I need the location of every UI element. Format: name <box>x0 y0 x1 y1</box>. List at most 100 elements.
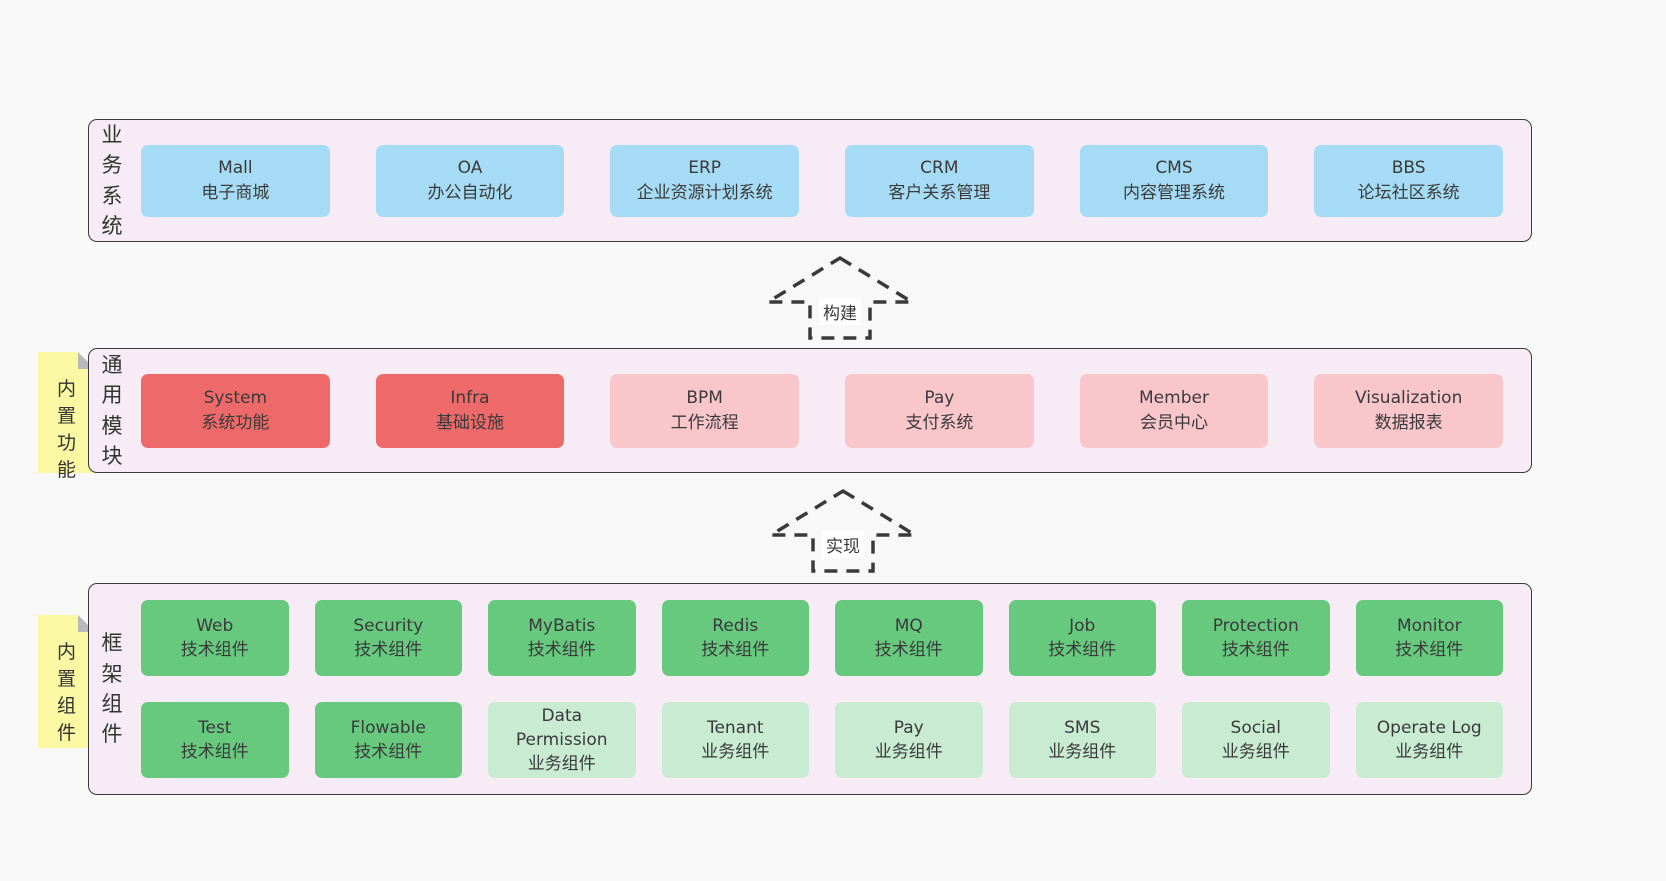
box-subtitle: 工作流程 <box>670 412 739 433</box>
box-subtitle: 客户关系管理 <box>888 182 991 203</box>
box-title: Pay <box>893 717 924 738</box>
box-monitor: Monitor 技术组件 <box>1355 600 1503 676</box>
box-subtitle: 基础设施 <box>435 412 504 433</box>
box-subtitle: 技术组件 <box>354 742 423 762</box>
common-modules-grid: System 系统功能 Infra 基础设施 BPM 工作流程 Pay 支付系统… <box>135 349 1531 472</box>
box-subtitle: 技术组件 <box>701 640 770 660</box>
box-title: Flowable <box>350 717 426 738</box>
box-title: MQ <box>894 615 923 636</box>
band-label-text: 通用模块 <box>101 352 123 468</box>
framework-components-grid: Web 技术组件 Security 技术组件 MyBatis 技术组件 Redi… <box>135 584 1531 794</box>
box-oa: OA 办公自动化 <box>375 144 565 217</box>
box-subtitle: 内容管理系统 <box>1122 182 1225 203</box>
box-infra: Infra 基础设施 <box>375 373 565 448</box>
box-web: Web 技术组件 <box>141 600 289 676</box>
box-redis: Redis 技术组件 <box>661 600 809 676</box>
box-test: Test 技术组件 <box>141 702 289 778</box>
box-title: Member <box>1139 388 1209 409</box>
box-erp: ERP 企业资源计划系统 <box>610 144 799 217</box>
box-title: Job <box>1069 615 1096 636</box>
arrow-implement-label: 实现 <box>822 531 864 558</box>
box-title: MyBatis <box>528 615 596 636</box>
box-title: Tenant <box>706 717 764 738</box>
box-crm: CRM 客户关系管理 <box>845 144 1034 217</box>
band-framework-components: 框架组件 Web 技术组件 Security 技术组件 MyBatis 技术组件… <box>88 583 1532 795</box>
box-title: Operate Log <box>1376 717 1482 738</box>
box-title: Visualization <box>1354 388 1463 409</box>
box-subtitle: 会员中心 <box>1139 412 1208 433</box>
box-mall: Mall 电子商城 <box>141 144 330 217</box>
box-subtitle: 企业资源计划系统 <box>636 182 773 203</box>
box-title: Social <box>1230 717 1281 738</box>
band-label-common-modules: 通用模块 <box>89 349 135 472</box>
box-data-permission: Data Permission 业务组件 <box>488 702 636 778</box>
box-subtitle: 数据报表 <box>1374 412 1443 433</box>
box-tenant: Tenant 业务组件 <box>661 702 809 778</box>
box-subtitle: 业务组件 <box>1048 742 1117 762</box>
box-subtitle: 论坛社区系统 <box>1357 182 1460 203</box>
box-job: Job 技术组件 <box>1008 600 1156 676</box>
box-subtitle: 技术组件 <box>1221 640 1290 660</box>
box-mq: MQ 技术组件 <box>835 600 983 676</box>
box-subtitle: 办公自动化 <box>427 182 513 203</box>
business-systems-grid: Mall 电子商城 OA 办公自动化 ERP 企业资源计划系统 CRM 客户关系… <box>135 120 1531 241</box>
box-subtitle: 技术组件 <box>874 640 943 660</box>
box-subtitle: 业务组件 <box>1395 742 1464 762</box>
box-subtitle: 技术组件 <box>1395 640 1464 660</box>
band-label-framework-components: 框架组件 <box>89 584 135 794</box>
box-pay-module: Pay 支付系统 <box>845 373 1034 448</box>
band-label-business-systems: 业务系统 <box>89 120 135 241</box>
box-subtitle: 电子商城 <box>201 182 270 203</box>
box-title: CRM <box>920 158 959 179</box>
box-flowable: Flowable 技术组件 <box>314 702 462 778</box>
box-title: CMS <box>1155 158 1193 179</box>
box-title: Redis <box>712 615 759 636</box>
box-mybatis: MyBatis 技术组件 <box>488 600 636 676</box>
note-text: 内置功能 <box>56 378 76 481</box>
box-bpm: BPM 工作流程 <box>610 373 799 448</box>
band-business-systems: 业务系统 Mall 电子商城 OA 办公自动化 ERP 企业资源计划系统 CRM… <box>88 119 1532 242</box>
box-visualization: Visualization 数据报表 <box>1314 373 1503 448</box>
box-title: Pay <box>924 388 955 409</box>
box-title: ERP <box>688 158 722 179</box>
box-title: Test <box>198 717 232 738</box>
arrow-implement: 实现 <box>768 488 918 574</box>
box-security: Security 技术组件 <box>314 600 462 676</box>
box-operate-log: Operate Log 业务组件 <box>1355 702 1503 778</box>
box-subtitle: 业务组件 <box>701 742 770 762</box>
band-common-modules: 通用模块 System 系统功能 Infra 基础设施 BPM 工作流程 Pay… <box>88 348 1532 473</box>
box-title: OA <box>457 158 483 179</box>
arrow-build-label: 构建 <box>819 298 861 325</box>
box-subtitle: 业务组件 <box>1221 742 1290 762</box>
box-pay-component: Pay 业务组件 <box>835 702 983 778</box>
box-title: Mall <box>218 158 253 179</box>
sticky-note-built-in-features: 内置功能 <box>38 352 95 481</box>
box-title: System <box>203 388 268 409</box>
box-bbs: BBS 论坛社区系统 <box>1314 144 1503 217</box>
box-member: Member 会员中心 <box>1079 373 1269 448</box>
box-title: Protection <box>1212 615 1299 636</box>
box-title: BBS <box>1391 158 1426 179</box>
box-title: Monitor <box>1396 615 1462 636</box>
box-subtitle: 技术组件 <box>180 640 249 660</box>
box-cms: CMS 内容管理系统 <box>1079 144 1269 217</box>
note-text: 内置组件 <box>56 641 76 744</box>
box-title: BPM <box>686 388 723 409</box>
arrow-build: 构建 <box>765 255 915 341</box>
band-label-text: 框架组件 <box>101 631 123 747</box>
box-system: System 系统功能 <box>141 373 330 448</box>
box-title: Infra <box>450 388 490 409</box>
box-subtitle: 技术组件 <box>354 640 423 660</box>
band-label-text: 业务系统 <box>101 122 123 238</box>
arrow-up-icon <box>768 488 918 573</box>
box-subtitle: 支付系统 <box>905 412 974 433</box>
box-protection: Protection 技术组件 <box>1182 600 1330 676</box>
arrow-up-icon <box>765 255 915 340</box>
box-subtitle: 技术组件 <box>1048 640 1117 660</box>
box-subtitle: 技术组件 <box>180 742 249 762</box>
sticky-note-built-in-components: 内置组件 <box>38 615 95 748</box>
box-title: Web <box>196 615 234 636</box>
box-subtitle: 业务组件 <box>527 754 596 775</box>
box-social: Social 业务组件 <box>1182 702 1330 778</box>
